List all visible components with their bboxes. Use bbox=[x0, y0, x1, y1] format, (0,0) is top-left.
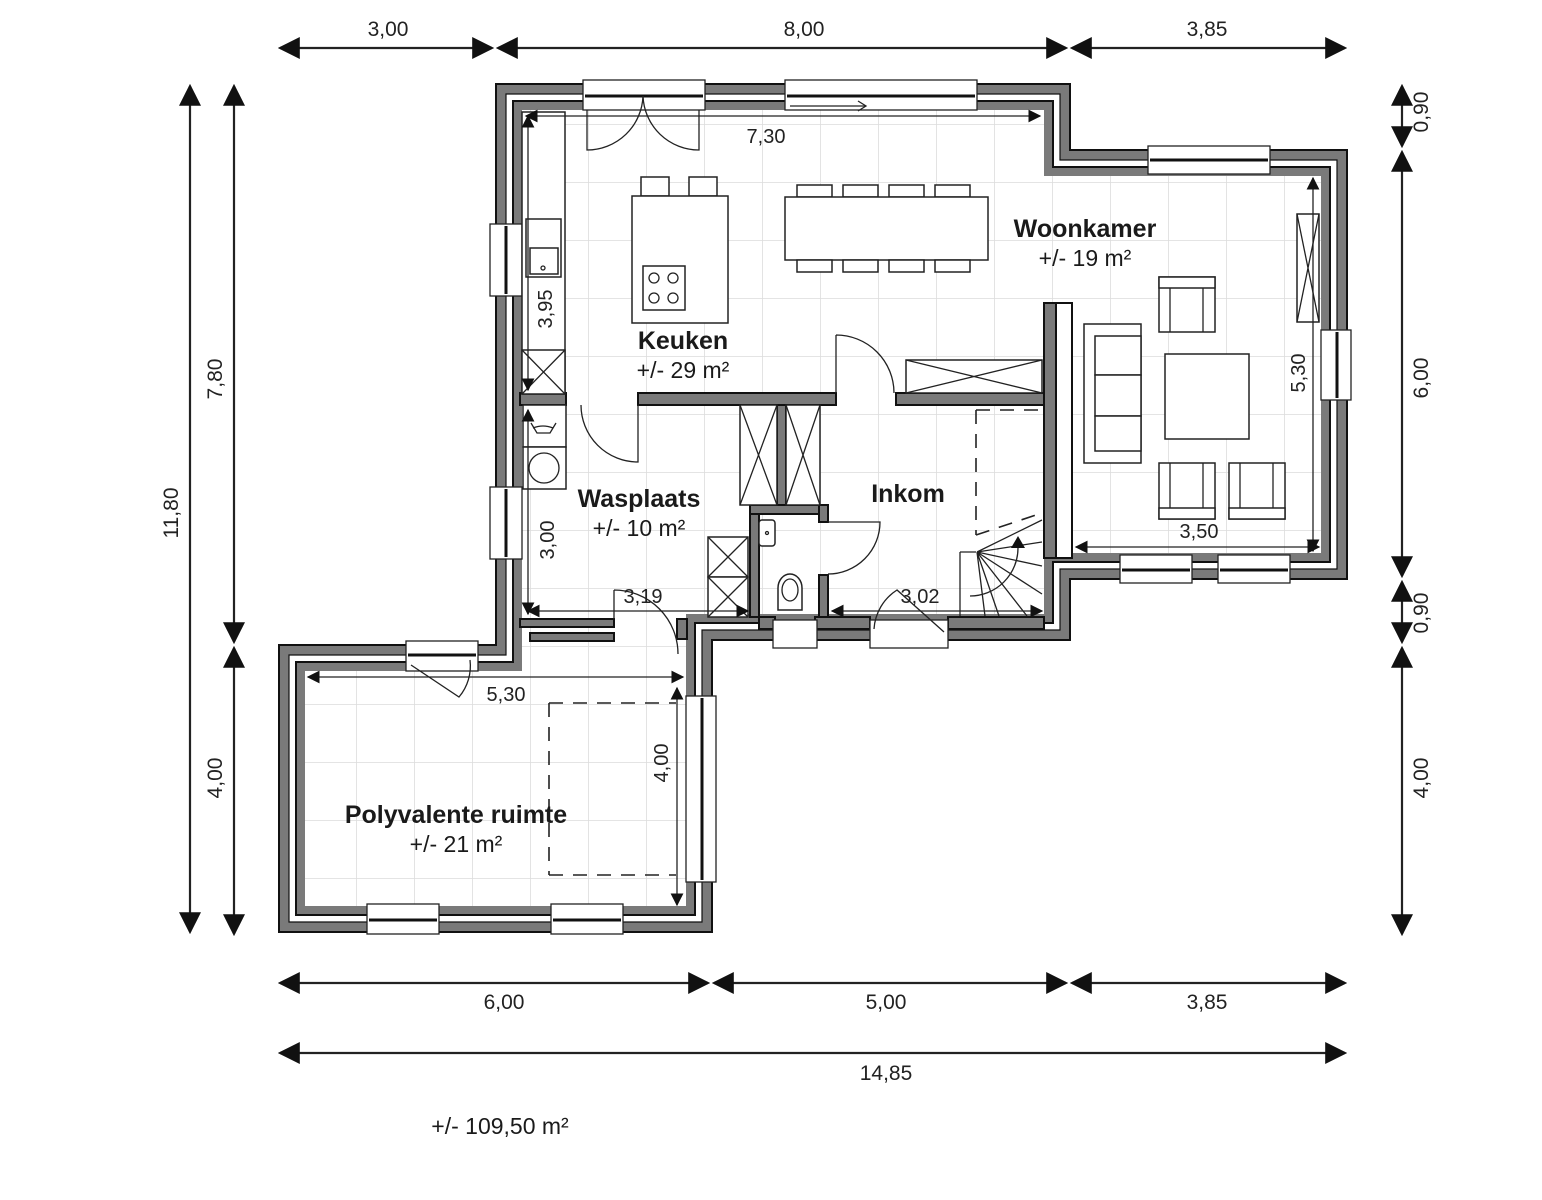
dim-left-2: 4,00 bbox=[204, 758, 227, 799]
dim-polyvalent-depth: 4,00 bbox=[651, 744, 673, 783]
room-wasplaats-name: Wasplaats bbox=[578, 485, 701, 513]
dim-bottom-2: 5,00 bbox=[866, 991, 907, 1014]
dim-keuken-width: 7,30 bbox=[747, 126, 786, 148]
room-polyvalent-area: +/- 21 m² bbox=[410, 831, 503, 857]
dim-left-total: 11,80 bbox=[160, 488, 183, 539]
room-keuken-area: +/- 29 m² bbox=[637, 357, 730, 383]
dim-top-2: 8,00 bbox=[784, 18, 825, 41]
dim-inkom-width: 3,02 bbox=[901, 586, 940, 608]
dim-keuken-depth: 3,95 bbox=[535, 290, 557, 329]
dim-wasplaats-depth: 3,00 bbox=[537, 521, 559, 560]
windows bbox=[366, 79, 1352, 935]
dim-left-1: 7,80 bbox=[204, 359, 227, 400]
interior-walls bbox=[519, 302, 1073, 642]
dim-top-1: 3,00 bbox=[368, 18, 409, 41]
dim-right-3: 0,90 bbox=[1410, 593, 1433, 634]
room-woonkamer-area: +/- 19 m² bbox=[1039, 245, 1132, 271]
total-area: +/- 109,50 m² bbox=[431, 1113, 569, 1139]
dim-right-1: 0,90 bbox=[1410, 92, 1433, 133]
dim-right-2: 6,00 bbox=[1410, 358, 1433, 399]
dim-wasplaats-width: 3,19 bbox=[624, 586, 663, 608]
front-door bbox=[869, 619, 949, 649]
room-polyvalent-name: Polyvalente ruimte bbox=[345, 801, 567, 829]
dimension-labels: 3,00 8,00 3,85 6,00 5,00 3,85 14,85 11,8… bbox=[160, 18, 1433, 1085]
dim-polyvalent-width: 5,30 bbox=[487, 684, 526, 706]
dim-bottom-total: 14,85 bbox=[860, 1062, 913, 1085]
dim-top-3: 3,85 bbox=[1187, 18, 1228, 41]
dim-bottom-1: 6,00 bbox=[484, 991, 525, 1014]
dim-woonkamer-width: 3,50 bbox=[1180, 521, 1219, 543]
room-wasplaats-area: +/- 10 m² bbox=[593, 515, 686, 541]
room-labels: Keuken +/- 29 m² Woonkamer +/- 19 m² Was… bbox=[345, 215, 1157, 857]
inner-dimension-labels: 7,30 3,95 5,30 3,50 3,00 3,19 3,02 5,30 … bbox=[487, 126, 1310, 782]
dim-right-4: 4,00 bbox=[1410, 758, 1433, 799]
inner-dimension-lines bbox=[306, 109, 1321, 907]
room-inkom-name: Inkom bbox=[871, 480, 945, 508]
room-woonkamer-name: Woonkamer bbox=[1014, 215, 1157, 243]
dim-woonkamer-depth: 5,30 bbox=[1288, 354, 1310, 393]
dim-bottom-3: 3,85 bbox=[1187, 991, 1228, 1014]
outer-dimension-lines bbox=[179, 37, 1413, 1064]
room-keuken-name: Keuken bbox=[638, 327, 728, 355]
window-toilet bbox=[772, 619, 818, 649]
